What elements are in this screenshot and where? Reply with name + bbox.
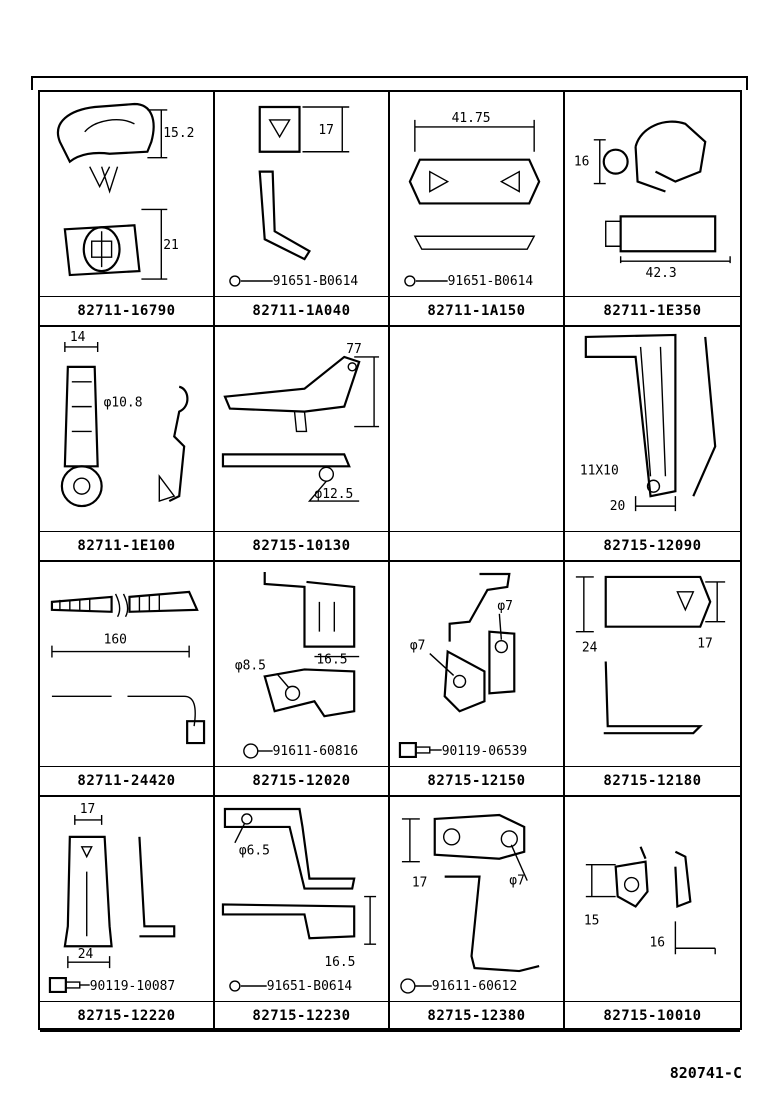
part-number-label [390, 532, 565, 562]
dimension-label: 16 [650, 935, 666, 950]
dimension-label: 20 [610, 499, 626, 514]
dimension-label: 14 [70, 330, 86, 345]
dimension-label: φ10.8 [104, 396, 143, 411]
part-number-label: 82711-1A040 [215, 297, 390, 327]
figure-cell-14[interactable]: φ6.5 16.5 91651-B0614 [215, 797, 390, 1002]
part-number-label: 82711-1E350 [565, 297, 740, 327]
dimension-label: 17 [412, 876, 428, 891]
figure-cell-2[interactable]: 17 91651-B0614 [215, 92, 390, 297]
dimension-label: 24 [582, 641, 598, 656]
figure-cell-3[interactable]: 41.75 91651-B0614 [390, 92, 565, 297]
part-number-label: 82711-1A150 [390, 297, 565, 327]
dimension-label: 77 [346, 342, 362, 357]
figure-cell-5[interactable]: 14 φ10.8 [40, 327, 215, 532]
figure-cell-8[interactable]: 11X10 20 [565, 327, 740, 532]
bracket-12180-drawing: 24 17 [575, 575, 726, 735]
figure-cell-15[interactable]: 17 φ7 91611-60612 [390, 797, 565, 1002]
bracket-12090-drawing: 11X10 20 [580, 333, 717, 514]
part-number-label: 82715-12230 [215, 1002, 390, 1032]
clip-1a040-drawing: 17 91651-B0614 [229, 105, 359, 289]
figure-cell-6[interactable]: 77 φ12.5 [215, 327, 390, 532]
figure-cell-9[interactable]: 160 [40, 562, 215, 767]
bracket-10010-drawing: 15 16 [584, 846, 716, 955]
dimension-label: 16 [574, 155, 590, 170]
clip-16790-drawing: 15.2 21 [57, 102, 194, 280]
dimension-label: φ6.5 [239, 844, 270, 859]
part-number-label: 82715-10010 [565, 1002, 740, 1032]
dimension-label: 21 [163, 238, 179, 253]
bracket-12220-drawing: 17 24 90119-10087 [48, 802, 176, 994]
dimension-label: 42.3 [646, 266, 677, 281]
subpart-number: 91651-B0614 [273, 274, 359, 289]
bracket-12230-drawing: φ6.5 16.5 91651-B0614 [221, 807, 377, 994]
dimension-label: φ7 [497, 599, 513, 614]
clip-1e100-drawing: 14 φ10.8 [60, 330, 189, 508]
figure-cell-12[interactable]: 24 17 [565, 562, 740, 767]
dimension-label: φ7 [410, 639, 426, 654]
figure-cell-11[interactable]: φ7 φ7 90119-06539 [390, 562, 565, 767]
dimension-label: φ8.5 [235, 658, 266, 673]
outer-bracket [31, 76, 748, 90]
figure-cell-16[interactable]: 15 16 [565, 797, 740, 1002]
diagram-code: 820741-C [669, 1064, 742, 1082]
dimension-label: 17 [697, 637, 713, 652]
figure-cell-1[interactable]: 15.2 21 [40, 92, 215, 297]
subpart-number: 91651-B0614 [448, 274, 534, 289]
part-number-label: 82715-12090 [565, 532, 740, 562]
subpart-number: 91651-B0614 [267, 979, 353, 994]
dimension-label: 160 [104, 633, 127, 648]
dimension-label: 15 [584, 913, 600, 928]
clip-1e350-drawing: 16 42.3 [574, 120, 731, 281]
dimension-label: φ12.5 [314, 487, 353, 502]
part-number-label: 82715-12220 [40, 1002, 215, 1032]
part-number-label: 82711-1E100 [40, 532, 215, 562]
dimension-label: 15.2 [163, 126, 194, 141]
dimension-label: 17 [80, 802, 96, 817]
dimension-label: φ7 [509, 874, 525, 889]
part-number-label: 82711-16790 [40, 297, 215, 327]
subpart-number: 90119-06539 [442, 744, 527, 759]
bracket-12150-drawing: φ7 φ7 90119-06539 [398, 572, 527, 759]
figure-cell-13[interactable]: 17 24 90119-10087 [40, 797, 215, 1002]
callout-b-icon [229, 980, 241, 992]
figure-cell-10[interactable]: 16.5 φ8.5 91611-60816 [215, 562, 390, 767]
bracket-10130-drawing: 77 φ12.5 [221, 342, 380, 502]
dimension-label: 41.75 [452, 111, 491, 126]
callout-b-icon [229, 275, 241, 287]
dimension-label: 17 [318, 123, 334, 138]
bolt-icon [398, 741, 417, 759]
callout-b-icon [243, 743, 259, 759]
part-number-label: 82715-10130 [215, 532, 390, 562]
part-number-label: 82715-12020 [215, 767, 390, 797]
bolt-icon [48, 976, 67, 994]
part-number-label: 82715-12180 [565, 767, 740, 797]
tie-24420-drawing: 160 [50, 590, 206, 745]
dimension-label: 16.5 [316, 653, 347, 668]
bracket-12020-drawing: 16.5 φ8.5 91611-60816 [235, 572, 360, 759]
dimension-label: 11X10 [580, 463, 619, 478]
part-number-label: 82715-12380 [390, 1002, 565, 1032]
part-number-label: 82711-24420 [40, 767, 215, 797]
dimension-label: 24 [78, 947, 94, 962]
figure-cell-4[interactable]: 16 42.3 [565, 92, 740, 297]
parts-grid: 15.2 21 17 91651-B0614 41.75 [38, 90, 742, 1032]
subpart-number: 90119-10087 [90, 979, 175, 994]
figure-cell-7-empty [390, 327, 565, 532]
bracket-12380-drawing: 17 φ7 91611-60612 [400, 813, 540, 994]
subpart-number: 91611-60816 [273, 744, 358, 759]
part-number-label: 82715-12150 [390, 767, 565, 797]
callout-b-icon [400, 978, 416, 994]
bracket-1a150-drawing: 41.75 91651-B0614 [404, 111, 541, 289]
subpart-number: 91611-60612 [432, 979, 517, 994]
callout-b-icon [404, 275, 416, 287]
dimension-label: 16.5 [324, 955, 355, 970]
